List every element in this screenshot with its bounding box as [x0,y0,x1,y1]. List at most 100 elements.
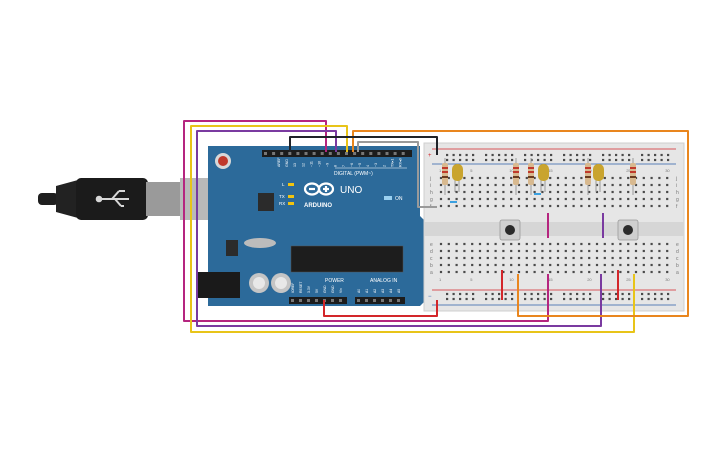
row-letter: i [676,183,677,189]
row-letter: c [430,256,433,262]
column-number: 25 [626,277,631,282]
usb-chip [258,193,274,211]
on-label: ON [395,196,403,202]
column-number: 15 [548,168,553,173]
row-letter: e [430,242,433,248]
row-letter: h [430,190,433,196]
row-letter: a [676,270,679,276]
analog-pin-label: A2 [373,289,377,293]
analog-header-label: ANALOG IN [370,278,398,284]
row-letter: j [429,176,431,182]
digital-pin-label: ~6 [350,163,354,167]
wire-red[interactable] [323,300,438,317]
digital-pin-label: 13 [293,163,297,167]
power-pin-label: GND [323,285,327,293]
pushbutton[interactable] [617,219,639,241]
row-letter: j [675,176,677,182]
usb-plug-tip [38,193,58,205]
column-number: 10 [509,168,514,173]
usb-plug-collar [56,180,78,218]
led[interactable] [452,164,463,192]
row-letter: e [676,242,679,248]
usb-cable[interactable] [38,178,234,220]
row-letter: g [430,197,433,203]
power-pin-label: 3.3V [307,285,311,293]
l-led-label: L [282,182,285,187]
power-header-label: POWER [325,278,344,284]
digital-pin-label: ~5 [358,163,362,167]
digital-pin-label: 8 [334,165,338,167]
row-letter: g [676,197,679,203]
l-led [288,183,294,186]
breadboard-holes [439,153,670,301]
pushbutton[interactable] [499,219,521,241]
rx-label: RX [279,201,285,206]
row-letter: i [430,183,431,189]
digital-pin-dots [264,152,405,155]
resistor[interactable] [442,158,448,195]
components [442,158,639,241]
wire-yellow[interactable] [190,125,635,333]
digital-pin-label: AREF [277,157,281,167]
power-pin-label: GND [331,285,335,293]
power-pin-label: Vin [339,288,343,293]
analog-header[interactable] [355,297,405,304]
analog-pin-label: A3 [381,289,385,293]
digital-pin-label: 4 [366,165,370,167]
resistor[interactable] [585,158,591,195]
column-number: 30 [665,277,670,282]
digital-pin-label: ~11 [309,161,313,167]
wire-gray[interactable] [357,141,437,208]
power-pin-label: 5V [315,288,319,293]
crystal [244,238,276,248]
led[interactable] [538,164,549,192]
model-label: UNO [340,185,362,196]
rail-minus-label: − [428,294,432,300]
tx-led [288,195,294,198]
arduino-logo-icon [303,182,335,196]
row-letter: d [430,249,433,255]
resistor[interactable] [630,158,636,195]
column-number: 15 [548,277,553,282]
power-pin-label: IOREF [291,283,295,293]
digital-pin-label: 2 [382,165,386,167]
power-jack [198,272,240,298]
row-letter: c [676,256,679,262]
row-letter: b [430,263,433,269]
wire-black[interactable] [289,136,438,155]
rail-plus-label: + [428,153,432,159]
voltage-regulator [226,240,238,256]
column-number: 25 [626,168,631,173]
resistor[interactable] [513,158,519,195]
column-number: 30 [665,168,670,173]
column-number: 10 [509,277,514,282]
row-letter: f [676,204,678,210]
column-number: 5 [470,168,473,173]
row-letter: a [430,270,433,276]
digital-pin-label: ~10 [318,161,322,167]
wire-purple[interactable] [196,130,602,327]
analog-pin-label: A4 [389,289,393,293]
wire-orange[interactable] [352,130,689,317]
digital-header-label: DIGITAL (PWM~) [334,171,373,177]
digital-pin-label: 7 [342,165,346,167]
column-number: 5 [470,277,473,282]
power-pin-label: RESET [299,282,303,293]
usb-cable-shield [146,182,180,216]
tx-label: TX [279,194,285,199]
digital-pin-label: ~9 [326,163,330,167]
row-letter: h [676,190,679,196]
breadboard-center-channel [424,222,684,236]
analog-pin-label: A0 [357,289,361,293]
column-number: 1 [439,168,442,173]
arduino-logo-text: ARDUINO [304,203,332,209]
resistor[interactable] [528,158,534,195]
led[interactable] [593,164,604,192]
on-led [384,196,392,200]
